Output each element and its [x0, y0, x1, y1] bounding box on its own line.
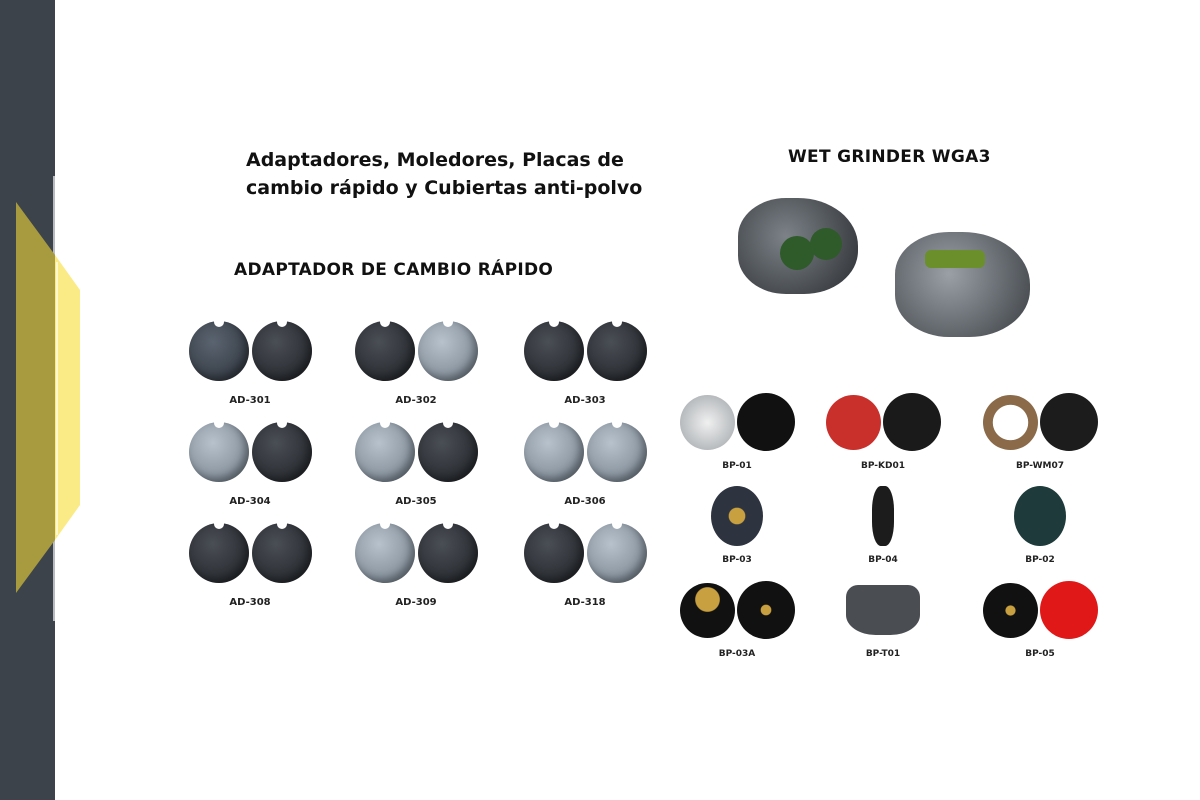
product-label: AD-306	[564, 496, 606, 507]
grinder-section-title: WET GRINDER WGA3	[788, 147, 991, 167]
grinder-image-large	[895, 232, 1030, 337]
product-image	[662, 483, 812, 549]
product-image	[180, 420, 320, 484]
product-image	[515, 319, 655, 383]
product-label: BP-T01	[865, 649, 901, 659]
product-image	[346, 521, 486, 585]
adapter-section-title: ADAPTADOR DE CAMBIO RÁPIDO	[234, 260, 554, 280]
chevron-decoration	[16, 202, 80, 593]
product-item: AD-303	[515, 319, 655, 406]
product-item: BP-04	[808, 483, 958, 565]
product-item: AD-318	[515, 521, 655, 608]
product-label: AD-308	[229, 597, 271, 608]
product-label: AD-302	[395, 395, 437, 406]
product-item: BP-WM07	[965, 389, 1115, 471]
product-item: AD-309	[346, 521, 486, 608]
product-image	[808, 389, 958, 455]
product-item: BP-T01	[808, 577, 958, 659]
product-label: BP-02	[1025, 555, 1055, 565]
product-item: BP-03	[662, 483, 812, 565]
product-label: AD-309	[395, 597, 437, 608]
product-label: BP-KD01	[860, 461, 905, 471]
product-label: AD-305	[395, 496, 437, 507]
grinder-image-small	[738, 198, 858, 294]
product-label: BP-05	[1025, 649, 1055, 659]
product-image	[965, 483, 1115, 549]
product-item: BP-02	[965, 483, 1115, 565]
product-image	[808, 483, 958, 549]
product-label: AD-301	[229, 395, 271, 406]
product-label: BP-03	[722, 555, 752, 565]
product-label: BP-03A	[718, 649, 756, 659]
product-image	[515, 420, 655, 484]
product-label: BP-WM07	[1015, 461, 1065, 471]
product-image	[965, 389, 1115, 455]
product-image	[965, 577, 1115, 643]
product-image	[662, 389, 812, 455]
product-item: AD-304	[180, 420, 320, 507]
product-item: BP-01	[662, 389, 812, 471]
product-image	[180, 319, 320, 383]
product-image	[808, 577, 958, 643]
product-image	[346, 319, 486, 383]
product-item: AD-301	[180, 319, 320, 406]
product-item: BP-KD01	[808, 389, 958, 471]
product-image	[515, 521, 655, 585]
product-image	[662, 577, 812, 643]
product-item: AD-306	[515, 420, 655, 507]
product-label: BP-01	[722, 461, 752, 471]
product-item: AD-305	[346, 420, 486, 507]
product-label: AD-318	[564, 597, 606, 608]
product-label: AD-304	[229, 496, 271, 507]
product-image	[180, 521, 320, 585]
page-title: Adaptadores, Moledores, Placas de cambio…	[246, 149, 643, 199]
product-item: BP-03A	[662, 577, 812, 659]
product-item: BP-05	[965, 577, 1115, 659]
product-item: AD-308	[180, 521, 320, 608]
product-item: AD-302	[346, 319, 486, 406]
product-label: AD-303	[564, 395, 606, 406]
product-label: BP-04	[868, 555, 898, 565]
product-image	[346, 420, 486, 484]
